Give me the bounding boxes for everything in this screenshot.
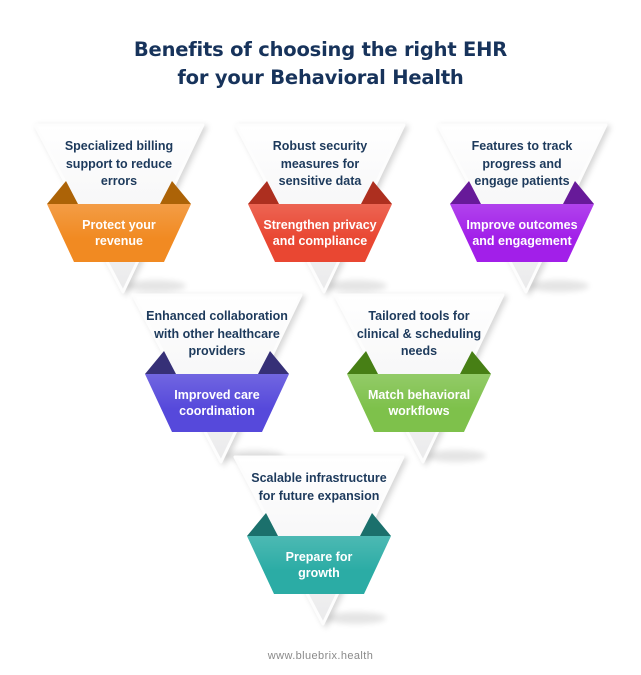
benefit-line: Tailored tools for: [368, 309, 470, 323]
benefit-line: Robust security: [272, 139, 368, 153]
ribbon-band-sheen: [450, 204, 594, 262]
funnel-graphic: [131, 293, 303, 464]
ribbon-fold-left-icon: [248, 181, 279, 204]
ribbon-label: Improved care coordination: [128, 374, 306, 432]
benefit-text: Specialized billing support to reduce er…: [30, 138, 208, 191]
benefit-line: Specialized billing: [64, 139, 174, 153]
ribbon-label-line: workflows: [388, 404, 450, 418]
ribbon-fold-left-icon: [145, 351, 176, 374]
ribbon-label-line: Match behavioral: [367, 387, 471, 402]
benefit-text: Features to track progress and engage pa…: [433, 138, 611, 191]
benefit-line: for future expansion: [258, 488, 380, 503]
ribbon-label-line: and engagement: [472, 234, 572, 248]
benefit-text: Scalable infrastructure for future expan…: [230, 470, 408, 505]
tail-shadow: [426, 450, 486, 462]
funnel-graphic: [436, 123, 608, 294]
funnel-improved-care-coordination: Enhanced collaboration with other health…: [128, 293, 306, 466]
ribbon-label: Improve outcomes and engagement: [433, 204, 611, 262]
funnel-match-behavioral-workflows: Tailored tools for clinical & scheduling…: [330, 293, 508, 466]
ribbon-label: Prepare for growth: [230, 536, 408, 594]
ribbon-label-line: revenue: [95, 234, 143, 248]
ribbon-label-line: Strengthen privacy: [263, 217, 377, 232]
benefit-line: with other healthcare: [154, 326, 280, 341]
ribbon-band-sheen: [145, 374, 289, 432]
benefit-line: support to reduce: [65, 156, 173, 171]
ribbon-fold-right-icon: [360, 513, 391, 536]
benefit-line: Enhanced collaboration: [146, 309, 288, 323]
benefit-line: measures for: [280, 156, 360, 171]
ribbon-label-line: coordination: [179, 404, 255, 418]
benefit-text: Enhanced collaboration with other health…: [128, 308, 306, 361]
ribbon-label: Protect your revenue: [30, 204, 208, 262]
funnel-improve-outcomes: Features to track progress and engage pa…: [433, 123, 611, 296]
benefit-line: progress and: [482, 156, 562, 171]
ribbon-label: Strengthen privacy and compliance: [231, 204, 409, 262]
benefit-line: Features to track: [471, 139, 573, 153]
ribbon-label-line: Improve outcomes: [466, 217, 578, 232]
ribbon-band-sheen: [347, 374, 491, 432]
funnel-graphic: [33, 123, 205, 294]
ribbon-fold-left-icon: [450, 181, 481, 204]
ribbon-band-sheen: [247, 536, 391, 594]
ribbon-label-line: growth: [298, 566, 340, 580]
page-title-line-1: Benefits of choosing the right EHR: [133, 38, 508, 61]
ribbon-fold-right-icon: [563, 181, 594, 204]
ribbon-label: Match behavioral workflows: [330, 374, 508, 432]
ribbon-fold-left-icon: [47, 181, 78, 204]
ribbon-fold-right-icon: [361, 181, 392, 204]
benefit-line: needs: [400, 344, 438, 358]
ribbon-fold-right-icon: [258, 351, 289, 374]
ribbon-label-line: Improved care: [174, 387, 260, 402]
ribbon-label-line: Prepare for: [285, 549, 353, 564]
website-url: www.bluebrix.health: [267, 650, 374, 662]
tail-shadow: [327, 280, 387, 292]
ribbon-fold-left-icon: [347, 351, 378, 374]
tail-shadow: [326, 612, 386, 624]
benefit-line: providers: [188, 344, 246, 358]
tail-shadow: [529, 280, 589, 292]
benefit-text: Robust security measures for sensitive d…: [231, 138, 409, 191]
ribbon-fold-right-icon: [460, 351, 491, 374]
ribbon-label-line: and compliance: [272, 234, 368, 248]
ribbon-band-sheen: [47, 204, 191, 262]
funnel-protect-your-revenue: Specialized billing support to reduce er…: [30, 123, 208, 296]
ribbon-label-line: Protect your: [82, 217, 156, 232]
benefit-line: errors: [100, 174, 138, 188]
funnel-graphic: [233, 455, 405, 626]
funnel-graphic: [333, 293, 505, 464]
benefit-line: Scalable infrastructure: [251, 471, 387, 485]
ribbon-fold-right-icon: [160, 181, 191, 204]
tail-shadow: [126, 280, 186, 292]
benefit-line: clinical & scheduling: [356, 326, 482, 341]
funnel-graphic: [234, 123, 406, 294]
page-title: Benefits of choosing the right EHR for y…: [0, 36, 641, 91]
page-title-line-2: for your Behavioral Health: [177, 65, 464, 89]
funnel-prepare-for-growth: Scalable infrastructure for future expan…: [230, 455, 408, 628]
benefit-line: engage patients: [474, 174, 570, 188]
funnel-strengthen-privacy: Robust security measures for sensitive d…: [231, 123, 409, 296]
ribbon-band-sheen: [248, 204, 392, 262]
benefit-line: sensitive data: [278, 174, 362, 188]
benefit-text: Tailored tools for clinical & scheduling…: [330, 308, 508, 361]
ribbon-fold-left-icon: [247, 513, 278, 536]
